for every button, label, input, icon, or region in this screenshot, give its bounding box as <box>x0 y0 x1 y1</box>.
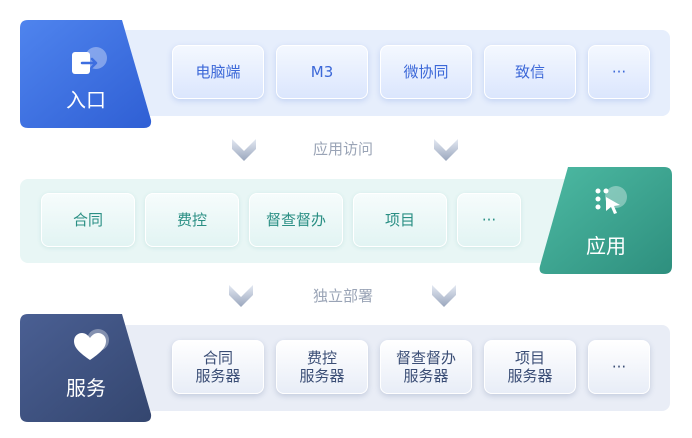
heart-icon <box>70 328 112 366</box>
application-panel-shape <box>539 167 672 274</box>
app-item-expense[interactable]: 费控 <box>145 193 239 247</box>
entry-label: 入口 <box>66 88 106 112</box>
app-item-contract[interactable]: 合同 <box>41 193 135 247</box>
entry-item-micro-collab[interactable]: 微协同 <box>380 45 472 99</box>
cursor-click-icon <box>592 183 632 219</box>
arrow-down-left-bottom <box>229 285 253 307</box>
arrow-down-right-top <box>434 139 458 161</box>
service-item-contract[interactable]: 合同 服务器 <box>172 340 264 394</box>
service-item-expense[interactable]: 费控 服务器 <box>276 340 368 394</box>
entry-item-pc[interactable]: 电脑端 <box>172 45 264 99</box>
arrow-down-right-bottom <box>432 285 456 307</box>
service-item-more[interactable]: ··· <box>588 340 650 394</box>
service-item-supervision[interactable]: 督查督办 服务器 <box>380 340 472 394</box>
application-label-panel: 应用 <box>538 167 672 274</box>
service-label-panel: 服务 <box>20 314 152 422</box>
application-label: 应用 <box>586 234 626 258</box>
service-label: 服务 <box>66 376 106 400</box>
service-panel-shape <box>20 314 152 422</box>
entry-item-zhixin[interactable]: 致信 <box>484 45 576 99</box>
app-item-project[interactable]: 项目 <box>353 193 447 247</box>
login-icon <box>68 46 108 80</box>
connector-label-deploy: 独立部署 <box>313 287 374 305</box>
entry-item-m3[interactable]: M3 <box>276 45 368 99</box>
service-item-project[interactable]: 项目 服务器 <box>484 340 576 394</box>
entry-item-more[interactable]: ··· <box>588 45 650 99</box>
app-item-supervision[interactable]: 督查督办 <box>249 193 343 247</box>
connector-label-access: 应用访问 <box>313 140 374 158</box>
app-item-more[interactable]: ··· <box>457 193 521 247</box>
entry-label-panel: 入口 <box>20 20 152 128</box>
arrow-down-left-top <box>232 139 256 161</box>
